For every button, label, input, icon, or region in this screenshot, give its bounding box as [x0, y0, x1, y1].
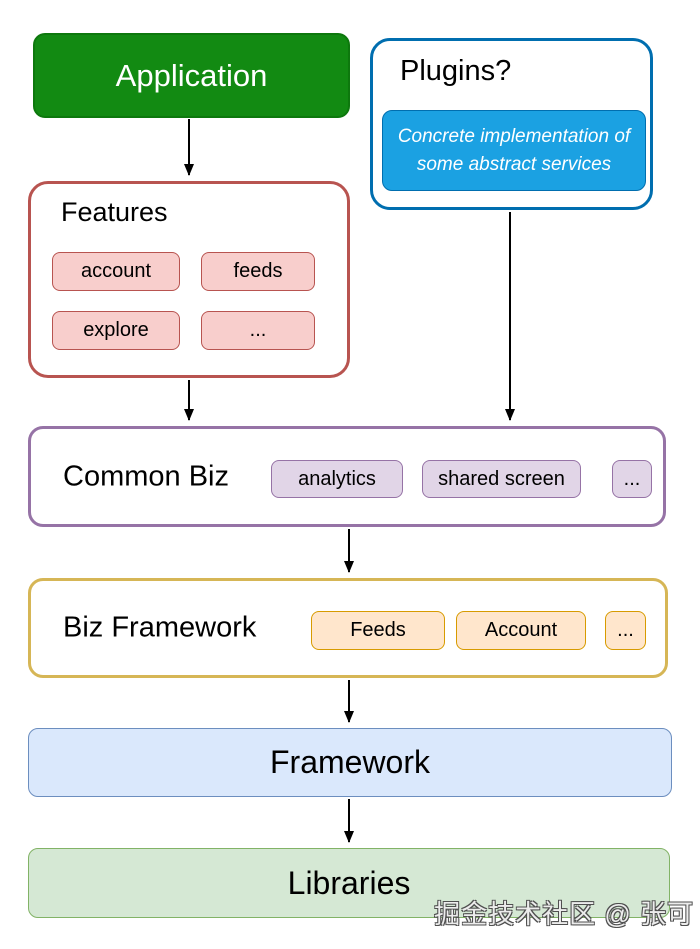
biz-framework-chip-account: Account	[456, 611, 586, 650]
application-label: Application	[115, 57, 268, 93]
framework-label: Framework	[269, 744, 430, 780]
features-box: Features account feeds explore ...	[28, 181, 350, 378]
plugins-title: Plugins?	[400, 55, 512, 87]
plugins-box: Plugins? Concrete implementation of some…	[370, 38, 653, 210]
framework-box: Framework	[28, 728, 672, 797]
feature-chip-explore: explore	[52, 311, 180, 350]
biz-framework-chip-feeds: Feeds	[311, 611, 445, 650]
plugins-note-text: Concrete implementation of some abstract…	[397, 125, 631, 175]
plugins-note-box: Concrete implementation of some abstract…	[382, 110, 646, 191]
biz-framework-title: Biz Framework	[63, 611, 257, 644]
features-title: Features	[61, 197, 168, 227]
feature-chip-more: ...	[201, 311, 315, 350]
common-biz-title: Common Biz	[63, 460, 229, 492]
feature-chip-account: account	[52, 252, 180, 291]
common-biz-chip-more: ...	[612, 460, 652, 498]
libraries-label: Libraries	[287, 864, 411, 901]
common-biz-box: Common Biz analytics shared screen ...	[28, 426, 666, 527]
common-biz-chip-analytics: analytics	[271, 460, 403, 498]
common-biz-chip-shared-screen: shared screen	[422, 460, 581, 498]
feature-chip-feeds: feeds	[201, 252, 315, 291]
watermark-text: 掘金技术社区 @ 张可	[434, 899, 694, 929]
biz-framework-box: Biz Framework Feeds Account ...	[28, 578, 668, 678]
libraries-box: Libraries	[28, 848, 670, 918]
application-box: Application	[33, 33, 350, 118]
biz-framework-chip-more: ...	[605, 611, 646, 650]
